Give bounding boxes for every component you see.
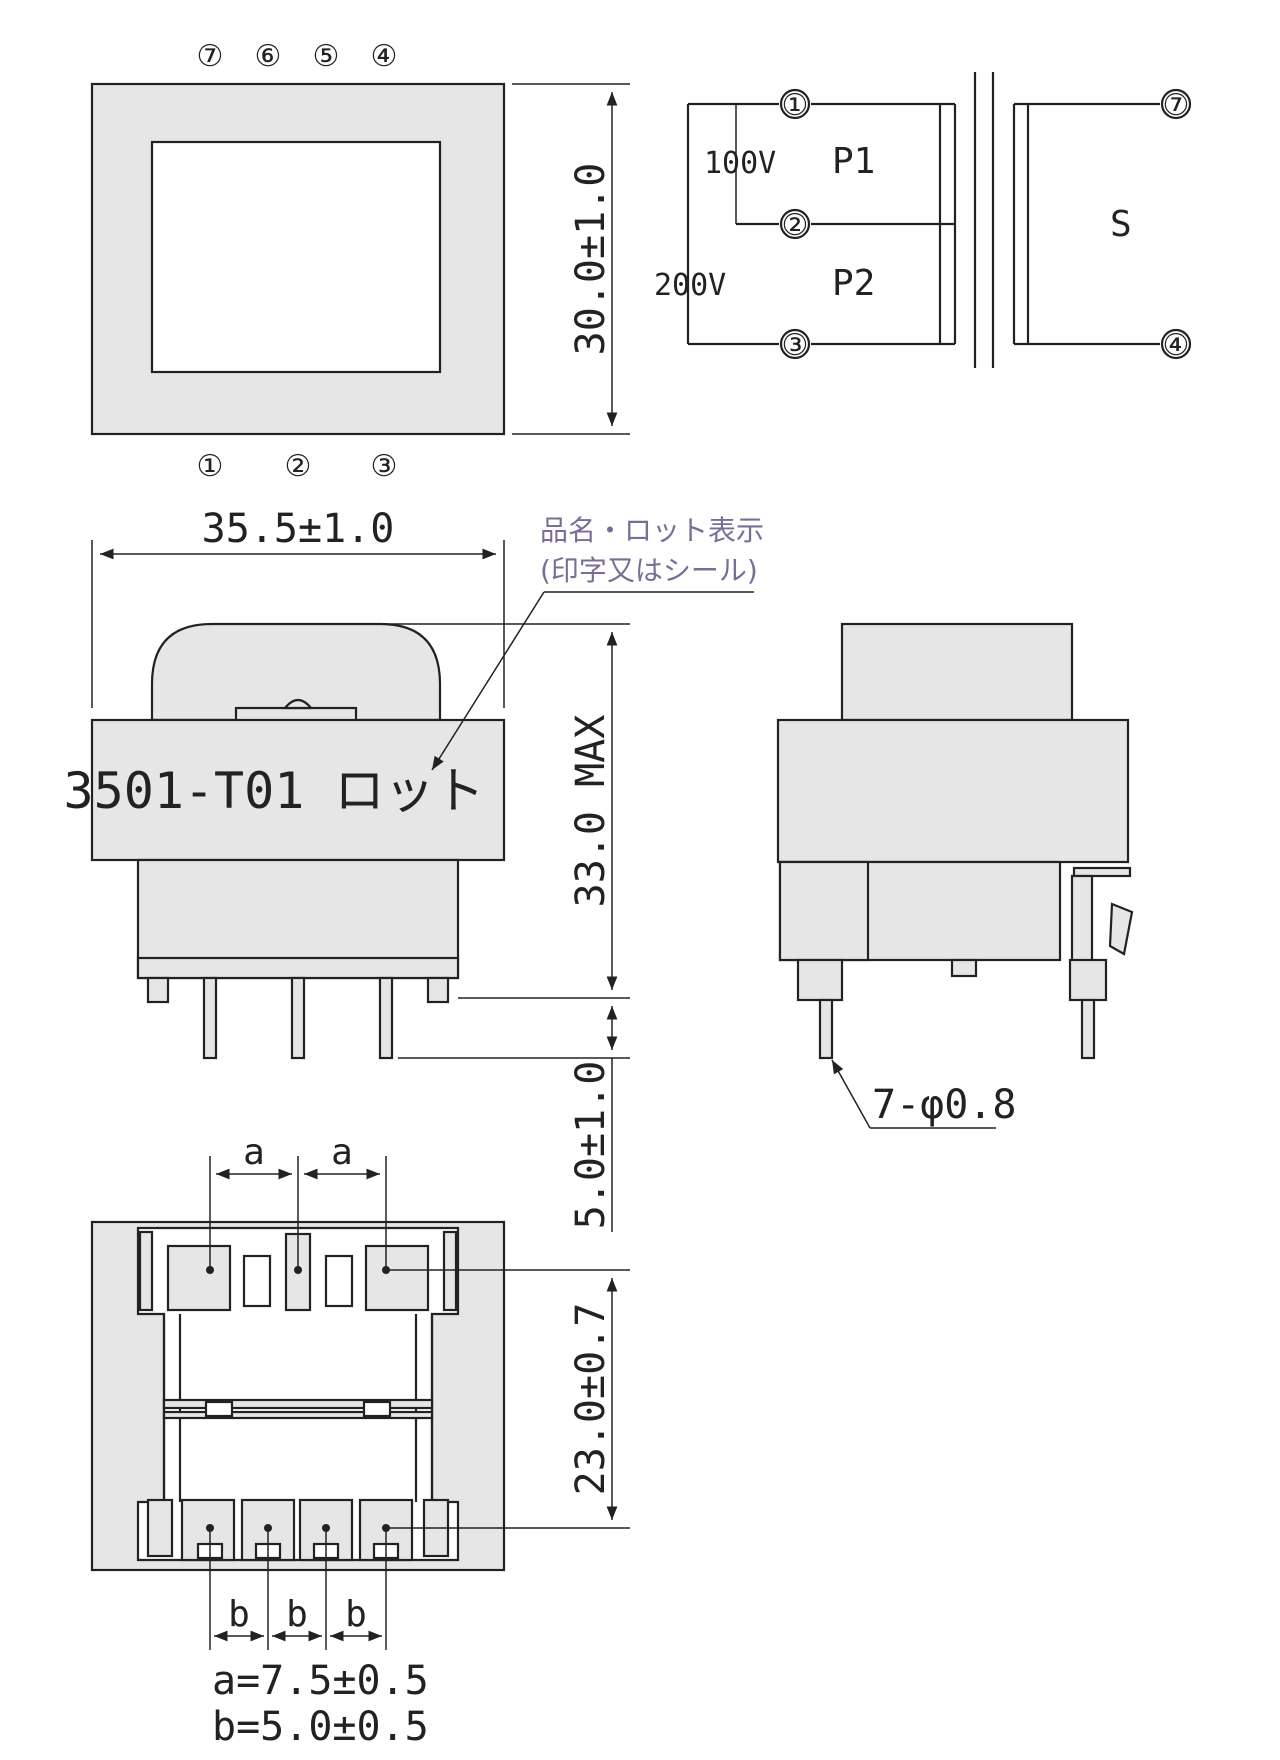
- pin-callout-leader: [831, 1059, 871, 1129]
- note-leader: [431, 591, 545, 771]
- marking-note-subtitle: (印字又はシール): [540, 554, 758, 587]
- schematic-pin-4: [1160, 328, 1192, 360]
- bottom-terminal: [166, 1244, 232, 1312]
- pitch-b-label: b: [228, 1594, 250, 1635]
- top-view-window: [150, 140, 442, 374]
- schematic-pin-7: [1160, 88, 1192, 120]
- side-pin: [1080, 998, 1096, 1060]
- front-view: 35.5±1.0 3501-T01 ロット 品名・ロット表示 (印字又はシール)…: [64, 506, 764, 1232]
- side-pin: [818, 998, 834, 1060]
- winding-s-label: S: [1110, 204, 1132, 245]
- top-pin-label: ⑦: [197, 39, 224, 74]
- top-pin-label: ⑤: [313, 39, 340, 74]
- top-pin-label: ④: [371, 39, 398, 74]
- side-core-top: [840, 622, 1074, 722]
- pitch-a-value: a=7.5±0.5: [212, 1658, 429, 1704]
- winding-p1-label: P1: [832, 141, 875, 182]
- bottom-pin-label: ③: [371, 449, 398, 484]
- bottom-pin-label: ①: [197, 449, 224, 484]
- depth-dimension: 23.0±0.7: [568, 1303, 614, 1496]
- pin-callout: 7-φ0.8: [872, 1082, 1017, 1128]
- bottom-pin-label: ②: [285, 449, 312, 484]
- pitch-b-label: b: [286, 1594, 308, 1635]
- pin-length-dimension: 5.0±1.0: [568, 1061, 614, 1230]
- front-height-dimension: 33.0 MAX: [568, 715, 614, 908]
- top-view: ⑦ ⑥ ⑤ ④ ① ② ③ 30.0±1.0: [90, 39, 630, 484]
- marking-note-title: 品名・ロット表示: [540, 514, 764, 547]
- schematic: ① ② ③ ⑦ ④ 100V 200V P1 P2 S: [654, 72, 1192, 368]
- pitch-a-label: a: [243, 1132, 265, 1173]
- pitch-b-value: b=5.0±0.5: [212, 1704, 429, 1750]
- side-view: 7-φ0.8: [776, 622, 1134, 1129]
- top-height-dimension: 30.0±1.0: [568, 163, 614, 356]
- voltage-100-label: 100V: [704, 146, 776, 181]
- schematic-pin-label: ①: [782, 88, 809, 123]
- schematic-pin-1: [779, 88, 811, 120]
- bottom-view: a a b b b 23.0±0.7 a=7.5±0.5 b=5.0±0.5: [90, 1132, 630, 1750]
- front-pin: [378, 976, 394, 1060]
- pitch-a-label: a: [331, 1132, 353, 1173]
- bottom-terminal: [364, 1244, 430, 1312]
- schematic-pin-label: ④: [1163, 328, 1190, 363]
- schematic-pin-label: ⑦: [1163, 88, 1190, 123]
- schematic-pin-3: [779, 328, 811, 360]
- side-laminate-band: [776, 718, 1130, 864]
- winding-p2-label: P2: [832, 263, 875, 304]
- product-marking: 3501-T01 ロット: [64, 762, 485, 820]
- front-pin: [290, 976, 306, 1060]
- front-width-dimension: 35.5±1.0: [202, 506, 395, 552]
- front-pin: [202, 976, 218, 1060]
- pitch-b-label: b: [345, 1594, 367, 1635]
- top-pin-label: ⑥: [255, 39, 282, 74]
- schematic-pin-label: ②: [782, 208, 809, 243]
- schematic-pin-label: ③: [782, 328, 809, 363]
- schematic-pin-2: [779, 208, 811, 240]
- laminate-band: [90, 718, 506, 862]
- voltage-200-label: 200V: [654, 268, 726, 303]
